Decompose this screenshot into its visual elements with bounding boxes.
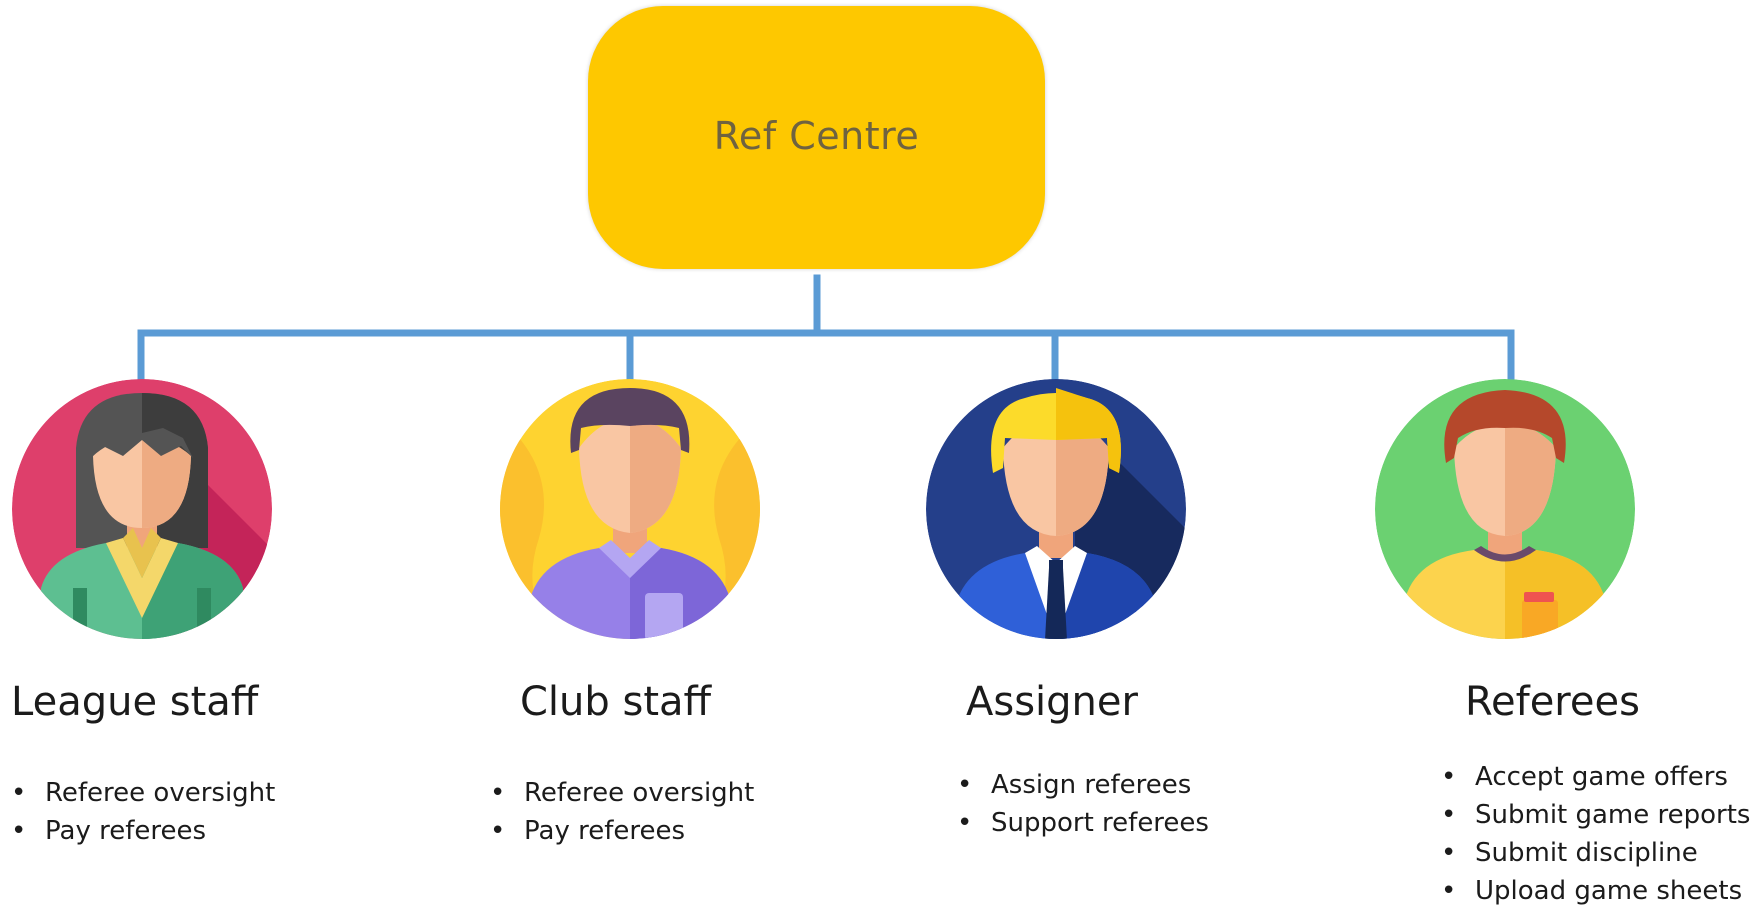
man-avatar-icon <box>500 379 760 639</box>
list-item: Submit game reports <box>1441 796 1750 834</box>
duty-list-referees: Accept game offers Submit game reports S… <box>1441 758 1750 910</box>
duty-list-league-staff: Referee oversight Pay referees <box>11 774 275 850</box>
list-item: Assign referees <box>957 766 1209 804</box>
list-item: Support referees <box>957 804 1209 842</box>
businessman-avatar-icon <box>926 379 1186 639</box>
role-title-referees: Referees <box>1465 679 1640 725</box>
duty-list-assigner: Assign referees Support referees <box>957 766 1209 842</box>
woman-avatar-icon <box>12 379 272 639</box>
duty-list-club-staff: Referee oversight Pay referees <box>490 774 754 850</box>
list-item: Accept game offers <box>1441 758 1750 796</box>
list-item: Pay referees <box>490 812 754 850</box>
role-title-assigner: Assigner <box>966 679 1138 725</box>
list-item: Upload game sheets <box>1441 872 1750 910</box>
referee-avatar-icon <box>1375 379 1635 639</box>
list-item: Referee oversight <box>11 774 275 812</box>
root-node: Ref Centre <box>588 6 1045 269</box>
list-item: Referee oversight <box>490 774 754 812</box>
root-label: Ref Centre <box>713 114 920 158</box>
role-title-club-staff: Club staff <box>520 679 712 725</box>
role-title-league-staff: League staff <box>11 679 259 725</box>
list-item: Submit discipline <box>1441 834 1750 872</box>
list-item: Pay referees <box>11 812 275 850</box>
